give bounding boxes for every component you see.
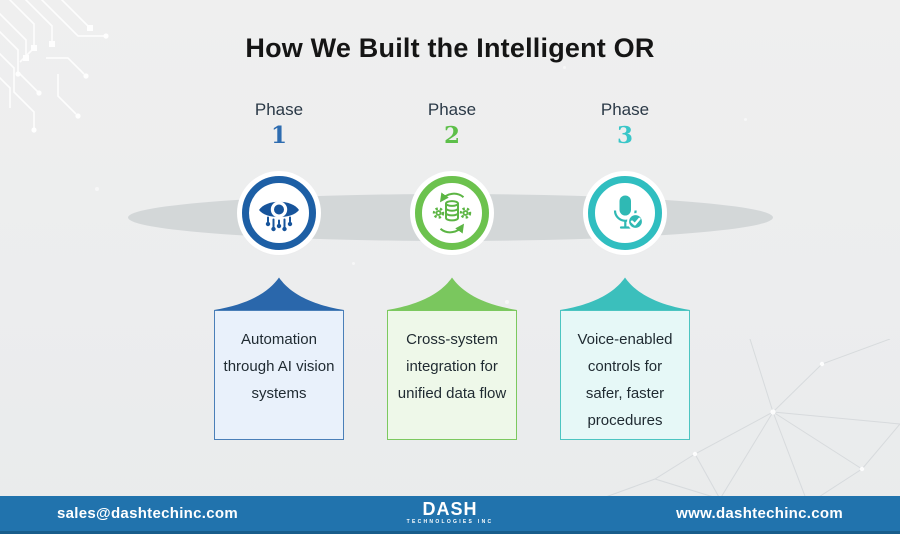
phase-3-description-box: Voice-enabled controls for safer, faster… (560, 310, 690, 440)
phase-1-description-box: Automation through AI vision systems (214, 310, 344, 440)
phase-3-pointer (560, 277, 690, 310)
background-speck (95, 187, 99, 191)
phase-1-description: Automation through AI vision systems (223, 331, 335, 402)
page-title: How We Built the Intelligent OR (245, 33, 655, 63)
phase-1-circle (242, 176, 316, 250)
phase-3-description: Voice-enabled controls for safer, faster… (577, 331, 673, 429)
dash-logo: DASH TECHNOLOGIES INC (407, 500, 494, 525)
background-speck (505, 300, 509, 304)
phase-3-column: Phase 3 Voice-enabled controls for safer… (560, 100, 690, 445)
ai-vision-eye-icon (259, 201, 299, 232)
footer-website: www.dashtechinc.com (676, 505, 843, 522)
phase-2-column: Phase 2 (387, 100, 517, 445)
phase-3-label: Phase (600, 100, 650, 119)
phase-2-description-box: Cross-system integration for unified dat… (387, 310, 517, 440)
phase-3-circle (588, 176, 662, 250)
phase-3-number: 3 (616, 122, 633, 149)
background-speck (352, 262, 355, 265)
phase-1-label: Phase (254, 100, 304, 119)
phase-2-number: 2 (443, 122, 460, 149)
phase-2-description: Cross-system integration for unified dat… (397, 331, 507, 402)
background-speck (744, 118, 747, 121)
background-speck (563, 66, 566, 69)
data-integration-sync-icon (432, 192, 472, 234)
circuit-board-pattern-icon (0, 0, 109, 133)
dash-logo-title: DASH (422, 499, 478, 519)
dash-logo-subtitle: TECHNOLOGIES INC (406, 519, 494, 525)
footer-email: sales@dashtechinc.com (57, 505, 238, 522)
footer-bar: sales@dashtechinc.com DASH TECHNOLOGIES … (0, 496, 900, 534)
voice-control-mic-icon (613, 195, 644, 230)
phase-2-label: Phase (427, 100, 477, 119)
phase-1-column: Phase 1 (214, 100, 344, 445)
phase-1-pointer (214, 277, 344, 310)
phase-2-circle (415, 176, 489, 250)
phase-1-number: 1 (270, 122, 287, 149)
phase-2-pointer (387, 277, 517, 310)
